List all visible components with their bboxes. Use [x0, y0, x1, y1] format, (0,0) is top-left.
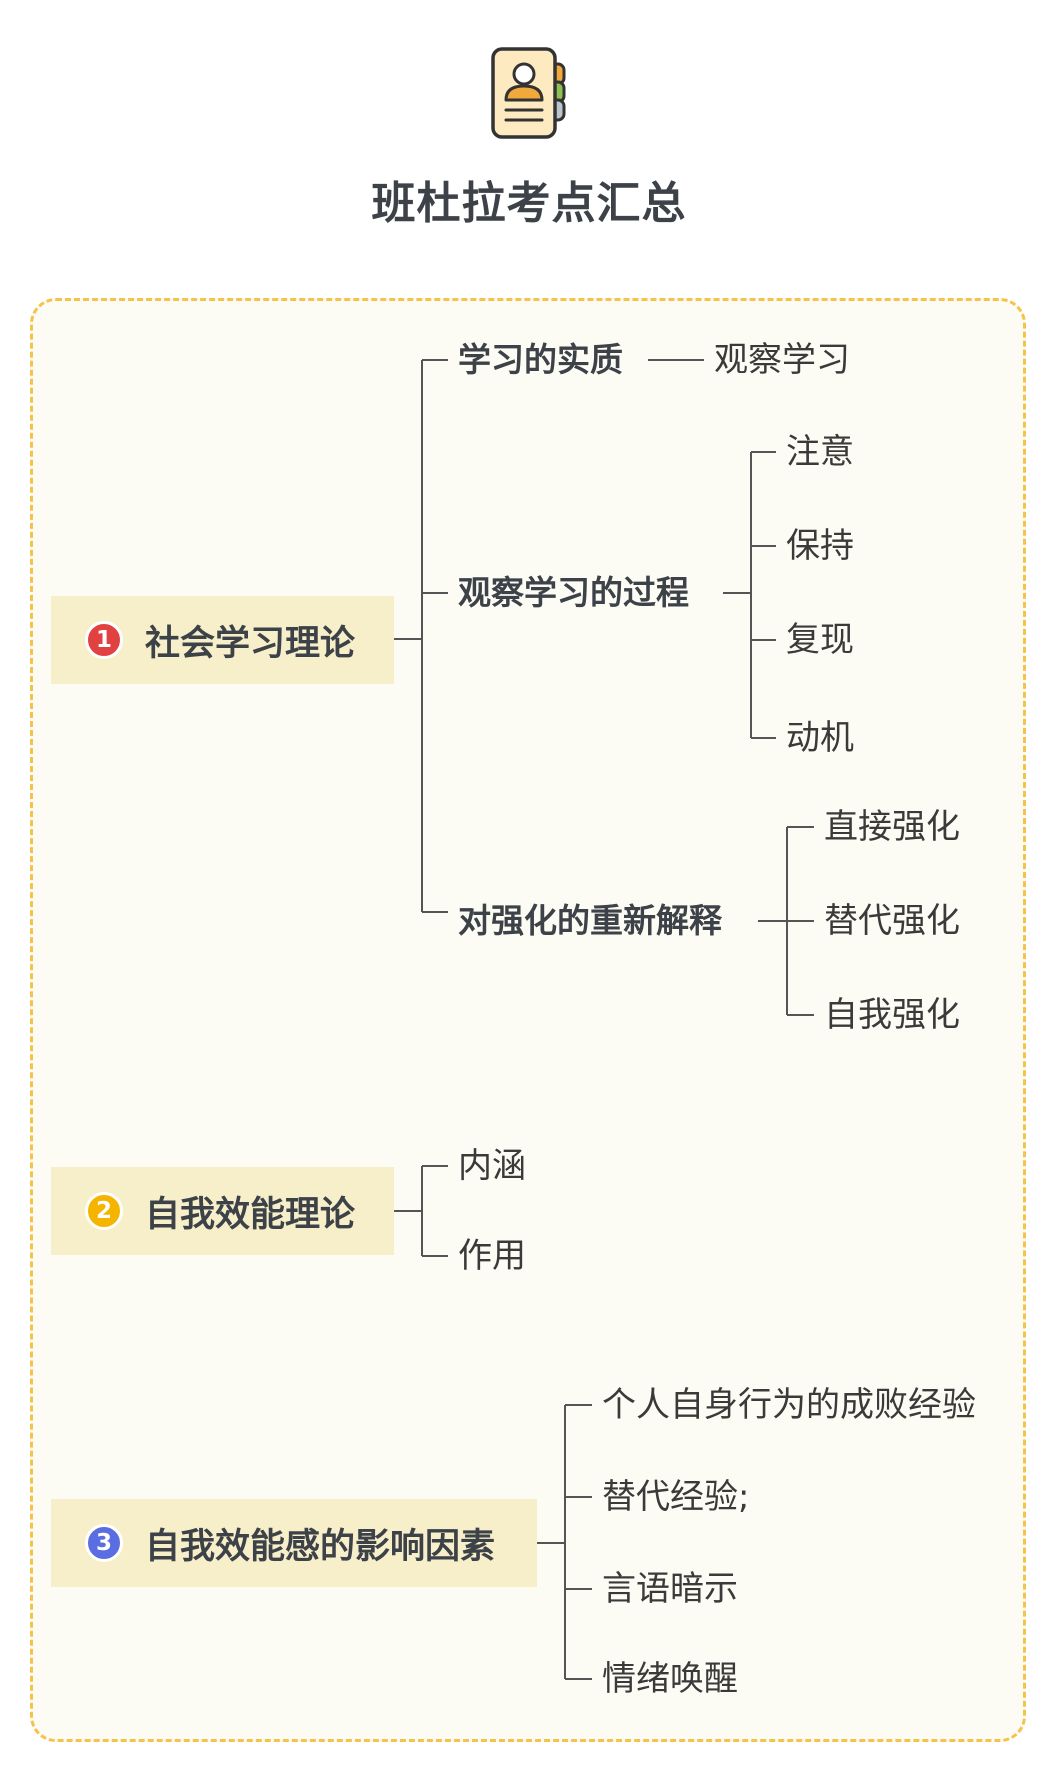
number-badge-1: 1	[85, 621, 123, 659]
branch-1-node: 1 社会学习理论	[51, 596, 394, 684]
node-vicarious-experience: 替代经验;	[602, 1477, 750, 1517]
node-reproduction: 复现	[786, 620, 854, 660]
node-direct-reinforcement: 直接强化	[824, 807, 960, 847]
node-vicarious-reinforcement: 替代强化	[824, 901, 960, 941]
node-mastery-experience: 个人自身行为的成败经验	[602, 1385, 976, 1425]
branch-2-node: 2 自我效能理论	[51, 1167, 394, 1255]
node-attention: 注意	[786, 432, 854, 472]
branch-1-label: 社会学习理论	[145, 623, 356, 664]
branch-2-label: 自我效能理论	[145, 1194, 356, 1235]
node-emotional-arousal: 情绪唤醒	[602, 1659, 738, 1699]
branch-3-label: 自我效能感的影响因素	[145, 1526, 496, 1567]
node-reinforcement-reinterpretation: 对强化的重新解释	[458, 901, 722, 940]
node-function: 作用	[458, 1236, 526, 1276]
node-retention: 保持	[786, 526, 854, 566]
node-observational-learning: 观察学习	[714, 340, 850, 380]
page-title: 班杜拉考点汇总	[371, 178, 687, 229]
node-verbal-persuasion: 言语暗示	[602, 1569, 738, 1609]
number-badge-2: 2	[85, 1192, 123, 1230]
node-observation-process: 观察学习的过程	[458, 573, 689, 612]
node-self-reinforcement: 自我强化	[824, 995, 960, 1035]
number-badge-3: 3	[85, 1524, 123, 1562]
node-motivation: 动机	[786, 718, 854, 758]
node-connotation: 内涵	[458, 1146, 526, 1186]
profile-document-icon	[491, 47, 566, 139]
branch-3-node: 3 自我效能感的影响因素	[51, 1499, 537, 1587]
node-learning-essence: 学习的实质	[458, 340, 623, 379]
